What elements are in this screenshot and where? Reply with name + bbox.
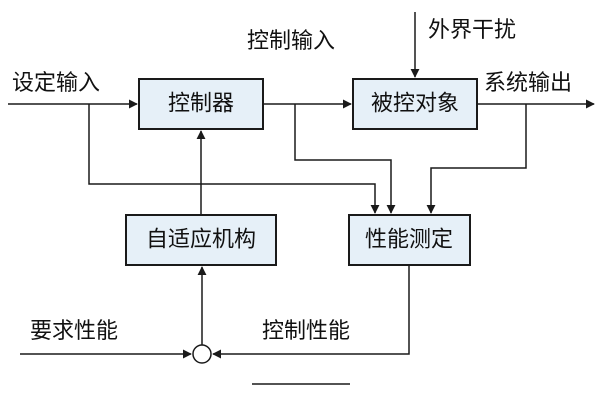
control-performance-label: 控制性能 — [262, 319, 350, 344]
output-to-performance-wire — [426, 104, 527, 214]
controller-label: 控制器 — [168, 92, 234, 117]
control-input-label: 控制输入 — [247, 29, 335, 54]
performance-measurement-block: 性能测定 — [348, 214, 471, 266]
external-disturbance-label: 外界干扰 — [428, 18, 516, 43]
adaptive-mechanism-label: 自适应机构 — [146, 228, 256, 253]
plant-block: 被控对象 — [352, 78, 478, 130]
performance-measurement-label: 性能测定 — [365, 228, 453, 253]
controller-block: 控制器 — [138, 78, 264, 130]
control-input-to-performance-wire — [294, 104, 396, 214]
summing-junction — [192, 344, 212, 364]
plant-label: 被控对象 — [371, 92, 459, 117]
system-output-label: 系统输出 — [484, 71, 572, 96]
adaptive-mechanism-block: 自适应机构 — [125, 214, 277, 266]
control-performance-feedback-wire — [212, 265, 410, 359]
setpoint-input-label: 设定输入 — [12, 71, 100, 96]
required-performance-label: 要求性能 — [30, 319, 118, 344]
setpoint-to-performance-wire — [88, 104, 380, 214]
